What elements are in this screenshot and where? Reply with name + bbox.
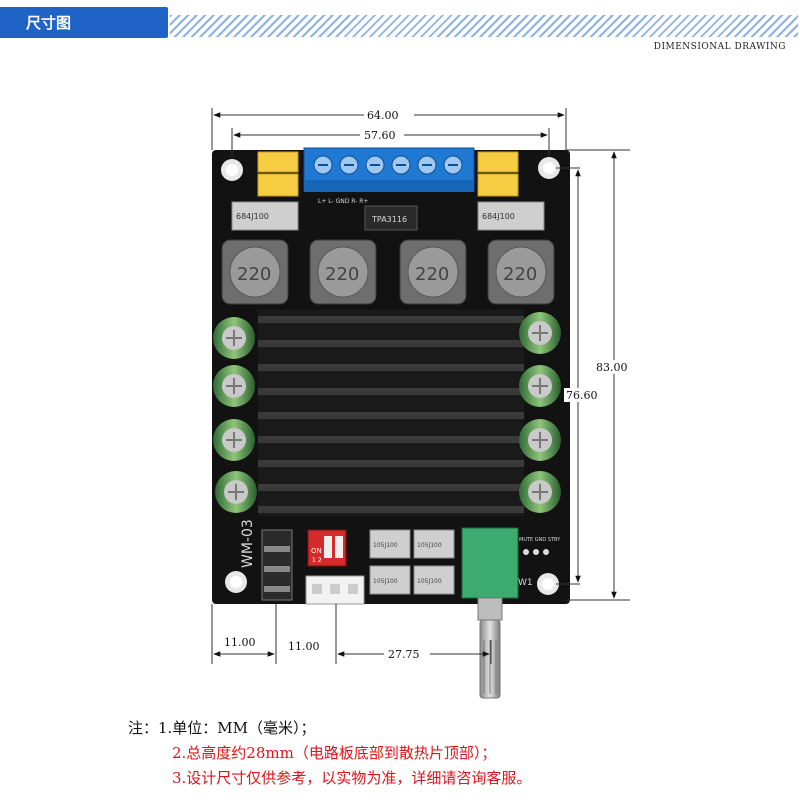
inductor-label-2: 220 [325,264,359,285]
notes-block: 注：1.单位：MM（毫米）； 2.总高度约28mm（电路板底部到散热片顶部）； … [128,716,531,791]
small-cap-label-1: 105J100 [373,542,398,549]
dim-knob-offset: 27.75 [388,648,420,661]
pcb-board: L+ L- GND R- R+ TPA3116 684J100 684J100 … [212,147,570,699]
inductor-1: 220 [221,239,289,305]
small-cap-label-4: 105J100 [417,578,442,585]
dim-height-holes: 76.60 [566,389,598,402]
cap-label-left: 684J100 [236,212,269,221]
inductor-3: 220 [399,239,467,305]
amplifier-chip [364,205,418,231]
screw-terminal-block [303,147,475,192]
pot-label: W1 [518,578,533,588]
title-tab [0,7,168,38]
inductor-2: 220 [309,239,377,305]
small-cap-label-3: 105J100 [373,578,398,585]
small-capacitors: 105J100 105J100 105J100 105J100 [369,529,455,595]
inductor-label-4: 220 [503,264,537,285]
switch-numbers: 1 2 [312,557,322,564]
decorative-stripes [170,15,798,37]
mounting-holes [221,157,560,595]
inductor-label-1: 220 [237,264,271,285]
inductor-label-3: 220 [415,264,449,285]
volume-potentiometer [461,527,519,699]
dim-jack-offset: 11.00 [288,640,320,653]
cap-label-right: 684J100 [482,212,515,221]
model-label: WM-03 [240,519,256,568]
dim-left-offset: 11.00 [224,636,256,649]
electrolytic-capacitors [213,312,561,513]
inductor-4: 220 [487,239,555,305]
mute-label: MUTE GND STBY [519,537,561,543]
mute-header [523,549,549,555]
inductors: 220 220 220 220 [221,239,555,305]
note-units: 注：1.单位：MM（毫米）； [128,719,316,737]
chip-label: TPA3116 [371,215,407,224]
heatsink [258,310,524,516]
note-height: 2.总高度约28mm（电路板底部到散热片顶部）； [172,744,497,762]
dimension-labels: 64.00 57.60 83.00 76.60 11.00 11.00 27.7… [224,108,634,661]
switch-label: ON [311,547,322,555]
yellow-capacitors [257,151,519,197]
dim-height-outer: 83.00 [596,361,628,374]
dim-width-outer: 64.00 [367,109,399,122]
film-capacitor-right [477,201,545,231]
small-cap-label-2: 105J100 [417,542,442,549]
film-capacitor-left [231,201,299,231]
terminal-label: L+ L- GND R- R+ [318,198,368,205]
note-disclaimer: 3.设计尺寸仅供参考，以实物为准，详细请咨询客服。 [172,769,532,787]
header-bar: 尺寸图 [0,0,800,40]
page-title: 尺寸图 [26,14,72,32]
dim-width-holes: 57.60 [364,129,396,142]
page-subtitle: DIMENSIONAL DRAWING [653,42,786,52]
